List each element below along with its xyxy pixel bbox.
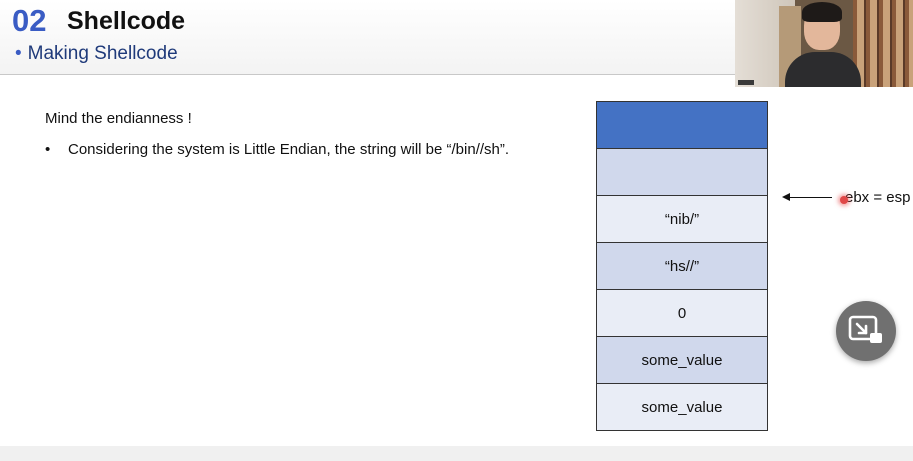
left-arrow-icon	[782, 193, 790, 201]
subtitle-text: Making Shellcode	[27, 43, 178, 64]
picture-in-picture-icon	[848, 315, 882, 343]
bullet-text: Considering the system is Little Endian,…	[68, 141, 510, 158]
bullet-dot-icon: •	[15, 43, 22, 64]
bullet-dot-icon: •	[45, 141, 51, 158]
stack-cell: 0	[597, 290, 767, 337]
webcam-person-body	[785, 52, 861, 87]
bullet-point: • Considering the system is Little Endian…	[45, 140, 509, 160]
header-divider	[0, 74, 913, 75]
bottom-bar	[0, 446, 913, 461]
webcam-feed	[735, 0, 913, 87]
webcam-name-tag	[738, 80, 754, 85]
pointer-label: ebx = esp	[845, 189, 911, 206]
section-title: Shellcode	[67, 7, 186, 35]
webcam-person-hair	[802, 2, 842, 22]
webcam-bookshelf	[853, 0, 913, 87]
picture-in-picture-button[interactable]	[836, 301, 896, 361]
stack-cell	[597, 149, 767, 196]
stack-cell: “hs//”	[597, 243, 767, 290]
laser-pointer-dot	[840, 196, 848, 204]
stack-pointer: ebx = esp	[782, 188, 912, 208]
stack-cell: some_value	[597, 337, 767, 384]
endianness-note: Mind the endianness !	[45, 110, 192, 127]
slide-subtitle: •Making Shellcode	[15, 42, 178, 66]
stack-cell: some_value	[597, 384, 767, 431]
stack-cell	[597, 102, 767, 149]
stack-cell: “nib/”	[597, 196, 767, 243]
arrow-shaft	[788, 197, 832, 198]
section-number: 02	[12, 3, 47, 38]
